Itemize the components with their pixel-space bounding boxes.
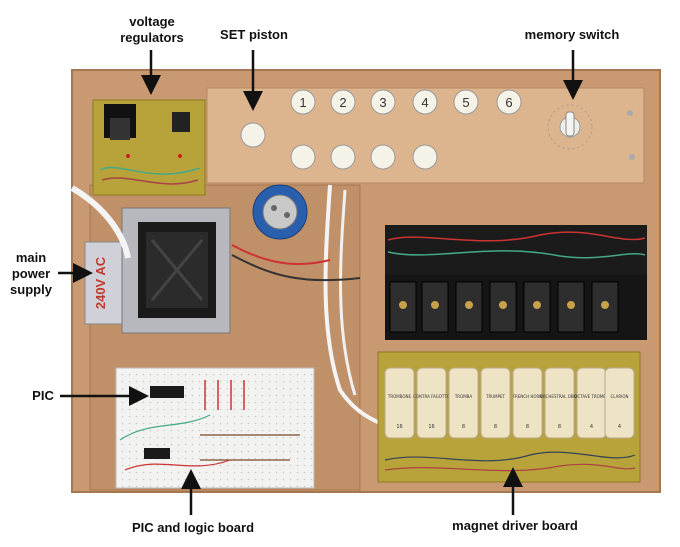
stop-tab-name: ORCHESTRAL OBOE <box>540 394 580 399</box>
memory-switch[interactable] <box>547 104 593 150</box>
piston-button-1[interactable]: 1 <box>290 89 316 115</box>
stop-tab-pitch: 16 <box>396 424 402 430</box>
stop-tab-name: FRENCH HORN <box>513 394 543 399</box>
label-pic-logic-board: PIC and logic board <box>131 520 255 535</box>
stop-tab[interactable]: TRUMPET 8 <box>480 367 511 439</box>
piston-strip <box>206 87 645 184</box>
set-piston-button[interactable] <box>240 122 266 148</box>
piston-number: 3 <box>379 95 386 110</box>
stop-tab-pitch: 4 <box>590 424 593 430</box>
stop-tab-pitch: 8 <box>494 424 497 430</box>
label-pic: PIC <box>32 388 54 403</box>
main-power-transformer <box>84 207 231 334</box>
stop-tab[interactable]: TROMBA 8 <box>448 367 479 439</box>
relay-block <box>385 225 647 340</box>
capacitor <box>252 184 308 240</box>
piston-button-6[interactable]: 6 <box>496 89 522 115</box>
stop-tabs: TROMBONE 16 CONTRA FAGOTTO 16 TROMBA 8 T… <box>384 367 635 439</box>
label-memory-switch: memory switch <box>524 27 620 42</box>
stop-tab-name: TRUMPET <box>485 394 506 399</box>
stop-tab[interactable]: TROMBONE 16 <box>384 367 415 439</box>
label-voltage-regulators: voltage regulators <box>120 14 184 45</box>
stop-tab[interactable]: OCTAVE TROMBA 4 <box>574 367 609 439</box>
numbered-pistons: 1 2 3 4 5 6 <box>290 89 522 115</box>
stop-tab-pitch: 8 <box>462 424 465 430</box>
piston-number: 6 <box>505 95 512 110</box>
stop-tab[interactable]: CONTRA FAGOTTO 16 <box>413 367 450 439</box>
piston-number: 1 <box>299 95 306 110</box>
piston-button-3[interactable]: 3 <box>370 89 396 115</box>
stop-tab-name: OCTAVE TROMBA <box>574 394 609 399</box>
pic-chip <box>150 386 184 398</box>
stop-tab-name: CONTRA FAGOTTO <box>413 394 450 399</box>
label-main-power-supply: main power supply <box>10 250 52 297</box>
stop-tab[interactable]: CLARION 4 <box>604 367 635 439</box>
stop-tab-pitch: 8 <box>526 424 529 430</box>
stop-tab-name: TROMBA <box>454 394 473 399</box>
transformer-label: 240V AC <box>93 256 108 309</box>
pic-logic-board <box>115 367 315 489</box>
piston-number: 2 <box>339 95 346 110</box>
stop-tab-pitch: 16 <box>428 424 434 430</box>
stop-tab-pitch: 8 <box>558 424 561 430</box>
stop-tab-name: TROMBONE <box>387 394 412 399</box>
piston-number: 5 <box>462 95 469 110</box>
piston-button-5[interactable]: 5 <box>453 89 479 115</box>
piston-button-2[interactable]: 2 <box>330 89 356 115</box>
stop-tab-pitch: 4 <box>618 424 621 430</box>
piston-button-4[interactable]: 4 <box>412 89 438 115</box>
annotation-arrows <box>58 50 583 515</box>
voltage-regulator-board <box>92 99 206 196</box>
stop-tab[interactable]: ORCHESTRAL OBOE 8 <box>540 367 580 439</box>
label-magnet-driver-board: magnet driver board <box>452 518 578 533</box>
piston-number: 4 <box>421 95 428 110</box>
label-set-piston: SET piston <box>220 27 288 42</box>
stop-tab-name: CLARION <box>611 394 629 399</box>
stop-tab[interactable]: FRENCH HORN 8 <box>512 367 543 439</box>
